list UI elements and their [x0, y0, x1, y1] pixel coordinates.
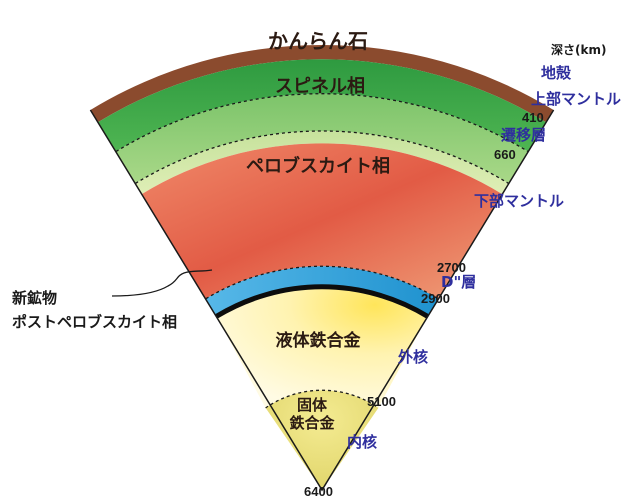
inner-core-layer [265, 390, 379, 490]
wedge-outline [89, 109, 555, 492]
label-inner-core-1: 固体 [297, 396, 328, 414]
region-crust: 地殻 [541, 64, 572, 82]
label-outer-core: 液体鉄合金 [276, 330, 362, 351]
depth-660: 660 [494, 147, 516, 162]
region-d-layer: D"層 [441, 273, 476, 291]
region-transition-zone: 遷移層 [501, 126, 546, 144]
boundary-5100 [265, 389, 379, 409]
depth-5100: 5100 [367, 394, 396, 409]
label-spinel: スピネル相 [275, 76, 365, 97]
region-upper-mantle: 上部マントル [531, 90, 621, 108]
label-inner-core-2: 鉄合金 [289, 414, 335, 432]
region-outer-core: 外核 [397, 348, 428, 366]
new-mineral-pointer [111, 269, 213, 297]
new-mineral-label-1: 新鉱物 [12, 289, 57, 307]
new-mineral-label-2: ポストペロブスカイト相 [12, 313, 177, 331]
boundary-660 [135, 130, 509, 184]
depth-2700: 2700 [437, 260, 466, 275]
perovskite-layer [142, 143, 502, 299]
boundary-2700 [205, 265, 439, 300]
depth-6400: 6400 [304, 484, 333, 499]
region-lower-mantle: 下部マントル [474, 192, 564, 210]
transition-layer [135, 130, 509, 194]
depth-410: 410 [522, 110, 544, 125]
depth-unit-label: 深さ(km) [551, 42, 606, 57]
post-perovskite-band [215, 284, 429, 319]
crust-layer [90, 44, 554, 123]
spinel-layer [116, 93, 528, 184]
depth-2900: 2900 [421, 291, 450, 306]
boundary-410 [115, 93, 529, 153]
label-perovskite: ペロブスカイト相 [246, 155, 390, 177]
olivine-layer [97, 59, 547, 152]
label-olivine: かんらん石 [268, 29, 368, 53]
d-layer [205, 266, 439, 322]
outer-core-layer [216, 286, 428, 408]
region-inner-core: 内核 [347, 433, 377, 451]
